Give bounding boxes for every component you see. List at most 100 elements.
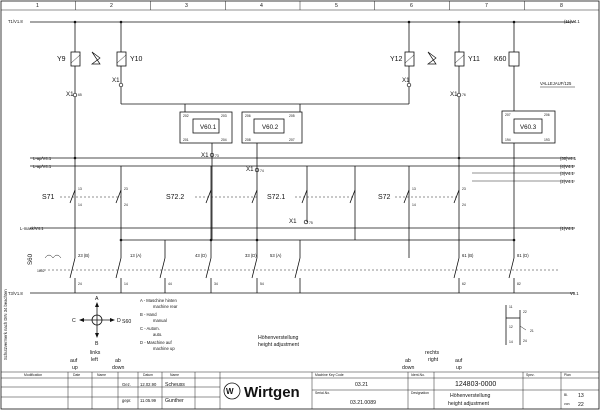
right-feed-4-label: (2)V4.1 bbox=[560, 179, 574, 184]
svg-text:204: 204 bbox=[221, 138, 227, 142]
svg-text:A - Maschine hinten: A - Maschine hinten bbox=[140, 298, 177, 303]
switch-s72-1-label: S72.1 bbox=[267, 194, 285, 201]
column-number-4: 4 bbox=[260, 3, 263, 9]
column-number-6: 6 bbox=[410, 3, 413, 9]
svg-text:03.21: 03.21 bbox=[355, 382, 368, 388]
column-number-7: 7 bbox=[485, 3, 488, 9]
svg-text:C - Autom.: C - Autom. bbox=[140, 326, 160, 331]
svg-text:Name: Name bbox=[97, 373, 106, 377]
svg-text:Ident-No.: Ident-No. bbox=[411, 373, 425, 377]
svg-text:down: down bbox=[402, 365, 415, 371]
svg-text:Name: Name bbox=[170, 373, 179, 377]
left-feed-2-label: L-ap/V4.1 bbox=[33, 164, 52, 169]
svg-text:gepr.: gepr. bbox=[122, 398, 131, 403]
rail-top-right-label: (11)V4.1 bbox=[564, 19, 580, 24]
joystick-dir-right: D bbox=[117, 318, 121, 324]
joystick-dir-left: C bbox=[72, 318, 76, 324]
rail-bottom-left-label: T3/V1.8 bbox=[8, 291, 23, 296]
svg-text:Serial-No.: Serial-No. bbox=[315, 391, 330, 395]
svg-text:203: 203 bbox=[221, 114, 227, 118]
relay-k60: K60 bbox=[494, 22, 520, 111]
diode-v60-3-label: V60.3 bbox=[520, 124, 537, 131]
x1-label-4: X1 bbox=[450, 91, 458, 98]
diode-block-v60-2: V60.2 206 205 208 207 bbox=[241, 111, 303, 144]
svg-text:24: 24 bbox=[124, 203, 128, 207]
svg-text:24: 24 bbox=[462, 203, 466, 207]
svg-text:auto.: auto. bbox=[153, 332, 162, 337]
svg-text:193: 193 bbox=[544, 138, 550, 142]
x1-pin-73: 73 bbox=[215, 154, 219, 158]
svg-text:D - Maschine auf: D - Maschine auf bbox=[140, 340, 172, 345]
svg-text:ab: ab bbox=[405, 358, 411, 364]
svg-text:up: up bbox=[456, 365, 462, 371]
svg-text:rechts: rechts bbox=[425, 350, 440, 356]
svg-text:208: 208 bbox=[245, 138, 251, 142]
svg-text:W: W bbox=[226, 387, 234, 396]
left-feed-3-label: L-mask/V4.1 bbox=[20, 226, 44, 231]
svg-text:13: 13 bbox=[412, 187, 416, 191]
joystick-diagram: A B C D S60 bbox=[72, 296, 131, 347]
svg-text:14: 14 bbox=[78, 203, 82, 207]
column-numbers: 1 2 3 4 5 6 7 8 bbox=[36, 3, 563, 9]
joystick-label: S60 bbox=[122, 319, 131, 325]
svg-text:43 (D): 43 (D) bbox=[195, 253, 207, 258]
svg-text:Plan: Plan bbox=[564, 373, 571, 377]
right-feed-3-label: (3)V4.1 bbox=[560, 171, 574, 176]
svg-text:Modification: Modification bbox=[24, 373, 42, 377]
svg-text:206: 206 bbox=[544, 113, 550, 117]
x1-label-2: X1 bbox=[112, 77, 120, 84]
contact-symbol: 11 12 14 22 24 21 bbox=[505, 305, 534, 345]
svg-text:height adjustment: height adjustment bbox=[258, 342, 300, 348]
svg-text:194: 194 bbox=[505, 138, 511, 142]
svg-text:207: 207 bbox=[505, 113, 511, 117]
svg-text:24: 24 bbox=[523, 339, 527, 343]
svg-text:14: 14 bbox=[509, 340, 513, 344]
valve-y12-label: Y12 bbox=[390, 56, 403, 63]
svg-text:81 (D): 81 (D) bbox=[517, 253, 529, 258]
svg-text:124803-0000: 124803-0000 bbox=[455, 381, 496, 388]
svg-text:13: 13 bbox=[578, 393, 584, 399]
rail-bottom-right-label: V1.1 bbox=[570, 291, 579, 296]
svg-text:207: 207 bbox=[289, 138, 295, 142]
svg-text:14: 14 bbox=[412, 203, 416, 207]
side-note: Schutzvermerk nach DIN 34 beachten bbox=[3, 289, 8, 360]
column-ticks bbox=[75, 1, 525, 10]
svg-text:82: 82 bbox=[517, 282, 521, 286]
svg-text:machine rear: machine rear bbox=[153, 304, 178, 309]
position-legend: A - Maschine hinten machine rear B - Han… bbox=[140, 298, 178, 351]
svg-text:62: 62 bbox=[462, 282, 466, 286]
valve-y9-y10: Y9 Y10 bbox=[57, 22, 143, 158]
svg-text:03.21.0089: 03.21.0089 bbox=[350, 400, 376, 406]
left-feed-1-label: L-ap/V4.1 bbox=[33, 156, 52, 161]
svg-text:14: 14 bbox=[124, 282, 128, 286]
diode-v60-1-label: V60.1 bbox=[200, 124, 217, 131]
svg-text:33 (D): 33 (D) bbox=[245, 253, 257, 258]
right-feed-1-label: (30)V4.1 bbox=[560, 156, 577, 161]
svg-text:Machine Key Code: Machine Key Code bbox=[315, 373, 344, 377]
switch-s71: S71 13 14 23 24 bbox=[42, 187, 128, 207]
svg-text:13: 13 bbox=[78, 187, 82, 191]
company-name: Wirtgen bbox=[244, 384, 300, 401]
svg-text:B - Hand: B - Hand bbox=[140, 312, 157, 317]
svg-text:201: 201 bbox=[183, 138, 189, 142]
svg-text:23 (B): 23 (B) bbox=[78, 253, 90, 258]
lower-wiring bbox=[120, 239, 515, 258]
svg-text:ab: ab bbox=[115, 358, 121, 364]
column-number-5: 5 bbox=[335, 3, 338, 9]
svg-text:height adjustment: height adjustment bbox=[448, 401, 490, 407]
svg-text:Höhenverstellung: Höhenverstellung bbox=[450, 393, 490, 399]
switch-s71-label: S71 bbox=[42, 194, 55, 201]
right-feed-5-label: (1)V4.1 bbox=[560, 226, 574, 231]
svg-text:manual: manual bbox=[153, 318, 167, 323]
title-block: Modification Date Name Datum Name Gez. 1… bbox=[1, 372, 599, 409]
selector-s60-label: S60 bbox=[27, 253, 34, 265]
x1-pin-74: 74 bbox=[260, 169, 264, 173]
svg-text:auf: auf bbox=[455, 358, 463, 364]
diode-block-v60-1: V60.1 202 203 201 204 bbox=[179, 111, 233, 144]
valve-y12-y11: Y12 Y11 bbox=[390, 22, 480, 158]
svg-text:12: 12 bbox=[509, 325, 513, 329]
x1-label-5: X1 bbox=[201, 152, 209, 159]
svg-text:23: 23 bbox=[124, 187, 128, 191]
junction-dots bbox=[73, 20, 516, 242]
x1-pin-65: 65 bbox=[78, 93, 82, 97]
